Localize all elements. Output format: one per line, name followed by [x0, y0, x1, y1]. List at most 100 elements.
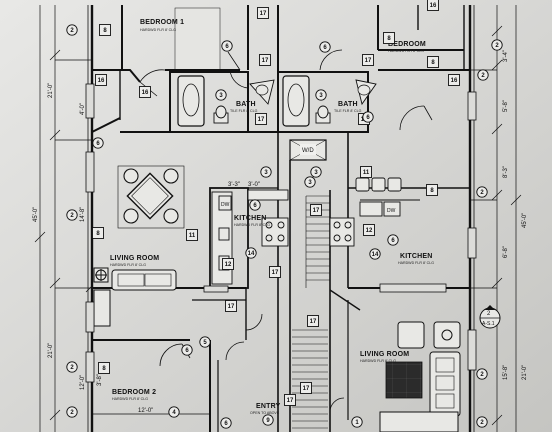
keynote-number: 17	[258, 117, 265, 123]
keynote-square	[186, 229, 198, 241]
keynote-number: 5	[203, 340, 207, 346]
room-sub-bedroom-2: HARDWD FLR 8' CLG	[112, 397, 148, 401]
keynote-square	[259, 54, 271, 66]
dim-bottom-12: 12'-0"	[138, 408, 153, 414]
keynote-square	[92, 227, 104, 239]
keynote-tag: 2	[476, 186, 488, 198]
keynote-number: 17	[365, 58, 372, 64]
keynote-tag: 16	[448, 74, 460, 86]
keynote-tag: 16	[427, 0, 439, 11]
keynote-square	[139, 86, 151, 98]
keynote-tag: 17	[307, 315, 319, 327]
keynote-number: 8	[103, 28, 107, 34]
keynote-square	[307, 315, 319, 327]
keynote-circle	[66, 406, 78, 418]
keynote-circle	[369, 248, 381, 260]
keynote-number: 3	[308, 180, 312, 186]
keynote-tag: 12	[363, 224, 375, 236]
room-sub-entry: OPEN TO ABOVE	[250, 411, 280, 415]
room-name-bedroom-2: BEDROOM 2	[112, 389, 156, 396]
keynote-tag: 6	[387, 234, 399, 246]
keynote-number: 6	[253, 203, 257, 209]
keynote-tag: 14	[369, 248, 381, 260]
room-name-bath-right: BATH	[338, 101, 358, 108]
keynote-number: 17	[228, 304, 235, 310]
keynote-square	[448, 74, 460, 86]
keynote-circle	[221, 40, 233, 52]
keynote-number: 2	[481, 73, 485, 79]
keynote-square	[284, 394, 296, 406]
room-sub-bath-left: TILE FLR 8' CLG	[230, 109, 258, 113]
keynote-number: 2	[70, 28, 74, 34]
keynote-circle	[310, 166, 322, 178]
room-name-bath-left: BATH	[236, 101, 256, 108]
keynote-circle	[319, 41, 331, 53]
keynote-number: 12	[366, 228, 373, 234]
dining-table	[117, 165, 185, 229]
keynote-square	[300, 382, 312, 394]
keynote-tag: 17	[225, 300, 237, 312]
keynote-circle	[362, 111, 374, 123]
dim-left-14: 14'-8"	[80, 207, 86, 222]
bath-right-fixtures	[282, 75, 377, 127]
keynote-circle	[351, 416, 363, 428]
keynote-number: 3	[314, 170, 318, 176]
keynote-number: 17	[303, 386, 310, 392]
dim-left-12: 12'-0"	[80, 375, 86, 390]
keynote-tag: 8	[427, 56, 439, 68]
wd-label: W/D	[302, 148, 314, 154]
dim-right-15: 15'-8"	[503, 365, 509, 380]
keynote-tag: 4	[168, 406, 180, 418]
keynote-number: 2	[480, 420, 484, 426]
dw-left: DW	[221, 202, 230, 208]
keynote-square	[99, 24, 111, 36]
right-living-furniture	[379, 321, 461, 432]
keynote-tag: 3	[315, 89, 327, 101]
keynote-tags: 2817166617171633171716828266163331182617…	[66, 0, 503, 429]
keynote-tag: 17	[259, 54, 271, 66]
keynote-circle	[181, 344, 193, 356]
keynote-number: 17	[313, 208, 320, 214]
keynote-circle	[476, 416, 488, 428]
keynote-circle	[245, 247, 257, 259]
room-sub-living-right: HARDWD FLR 8' CLG	[360, 359, 396, 363]
keynote-number: 16	[430, 3, 437, 9]
room-name-entry: ENTRY	[256, 403, 281, 410]
sofa-left	[93, 267, 177, 327]
left-dimension-labels: 21'-0" 45'-0" 21'-0" 4'-0" 14'-8" 12'-0"…	[33, 83, 103, 390]
keynote-circle	[304, 176, 316, 188]
keynote-tag: 17	[284, 394, 296, 406]
keynote-tag: 6	[220, 417, 232, 429]
keynote-tag: 8	[92, 227, 104, 239]
keynote-tag: 16	[139, 86, 151, 98]
keynote-square	[222, 258, 234, 270]
dim-left-4: 4'-0"	[80, 103, 86, 115]
doors	[139, 49, 433, 413]
keynote-number: 6	[224, 421, 228, 427]
keynote-tag: 8	[426, 184, 438, 196]
keynote-number: 3	[264, 170, 268, 176]
keynote-tag: 3	[260, 166, 272, 178]
windows	[85, 83, 477, 383]
keynote-square	[363, 224, 375, 236]
room-sub-kitchen-right: HARDWD FLR 8' CLG	[398, 261, 434, 265]
keynote-number: 11	[363, 170, 370, 176]
keynote-circle	[491, 39, 503, 51]
dim-right-45: 45'-0"	[522, 213, 528, 228]
room-name-living-left: LIVING ROOM	[110, 255, 159, 262]
keynote-number: 8	[430, 188, 434, 194]
keynote-number: 14	[372, 252, 379, 258]
keynote-tag: 6	[221, 40, 233, 52]
room-sub-bedroom-top-right: HARDWD FLR 8' CLG	[388, 49, 424, 53]
keynote-tag: 2	[476, 368, 488, 380]
keynote-circle	[66, 361, 78, 373]
keynote-number: 16	[98, 78, 105, 84]
keynote-tag: 11	[360, 166, 372, 178]
keynote-number: 6	[96, 141, 100, 147]
keynote-circle	[168, 406, 180, 418]
keynote-number: 3	[219, 93, 223, 99]
keynote-circle	[387, 234, 399, 246]
dim-right-6: 6'-8"	[503, 246, 509, 258]
keynote-square	[426, 184, 438, 196]
keynote-number: 6	[366, 115, 370, 121]
